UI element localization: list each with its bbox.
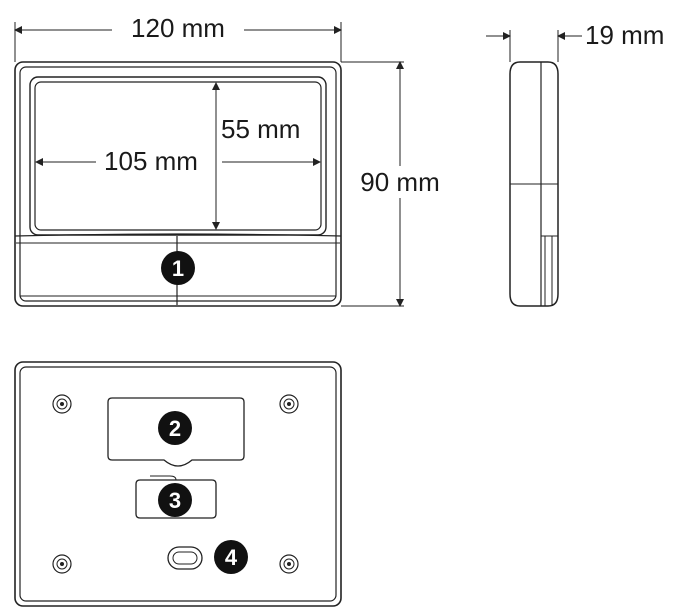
width-label: 120 mm xyxy=(131,13,225,43)
callout-2: 2 xyxy=(158,411,192,445)
screw-bottom-right xyxy=(280,555,298,573)
callout-3: 3 xyxy=(158,483,192,517)
svg-text:3: 3 xyxy=(169,488,181,513)
screw-top-left xyxy=(53,395,71,413)
screen-height-dimension: 55 mm xyxy=(216,83,300,229)
callout-4: 4 xyxy=(214,540,248,574)
svg-text:2: 2 xyxy=(169,416,181,441)
screen-width-dimension: 105 mm xyxy=(36,146,320,176)
depth-dimension: 19 mm xyxy=(486,20,664,62)
width-dimension: 120 mm xyxy=(15,13,341,62)
screen-height-label: 55 mm xyxy=(221,114,300,144)
height-dimension: 90 mm xyxy=(341,62,440,306)
callout-1: 1 xyxy=(161,251,195,285)
screw-top-right xyxy=(280,395,298,413)
screen-width-label: 105 mm xyxy=(104,146,198,176)
height-label: 90 mm xyxy=(360,167,439,197)
svg-text:1: 1 xyxy=(172,256,184,281)
svg-text:4: 4 xyxy=(225,545,238,570)
side-view xyxy=(510,62,558,306)
screw-bottom-left xyxy=(53,555,71,573)
depth-label: 19 mm xyxy=(585,20,664,50)
